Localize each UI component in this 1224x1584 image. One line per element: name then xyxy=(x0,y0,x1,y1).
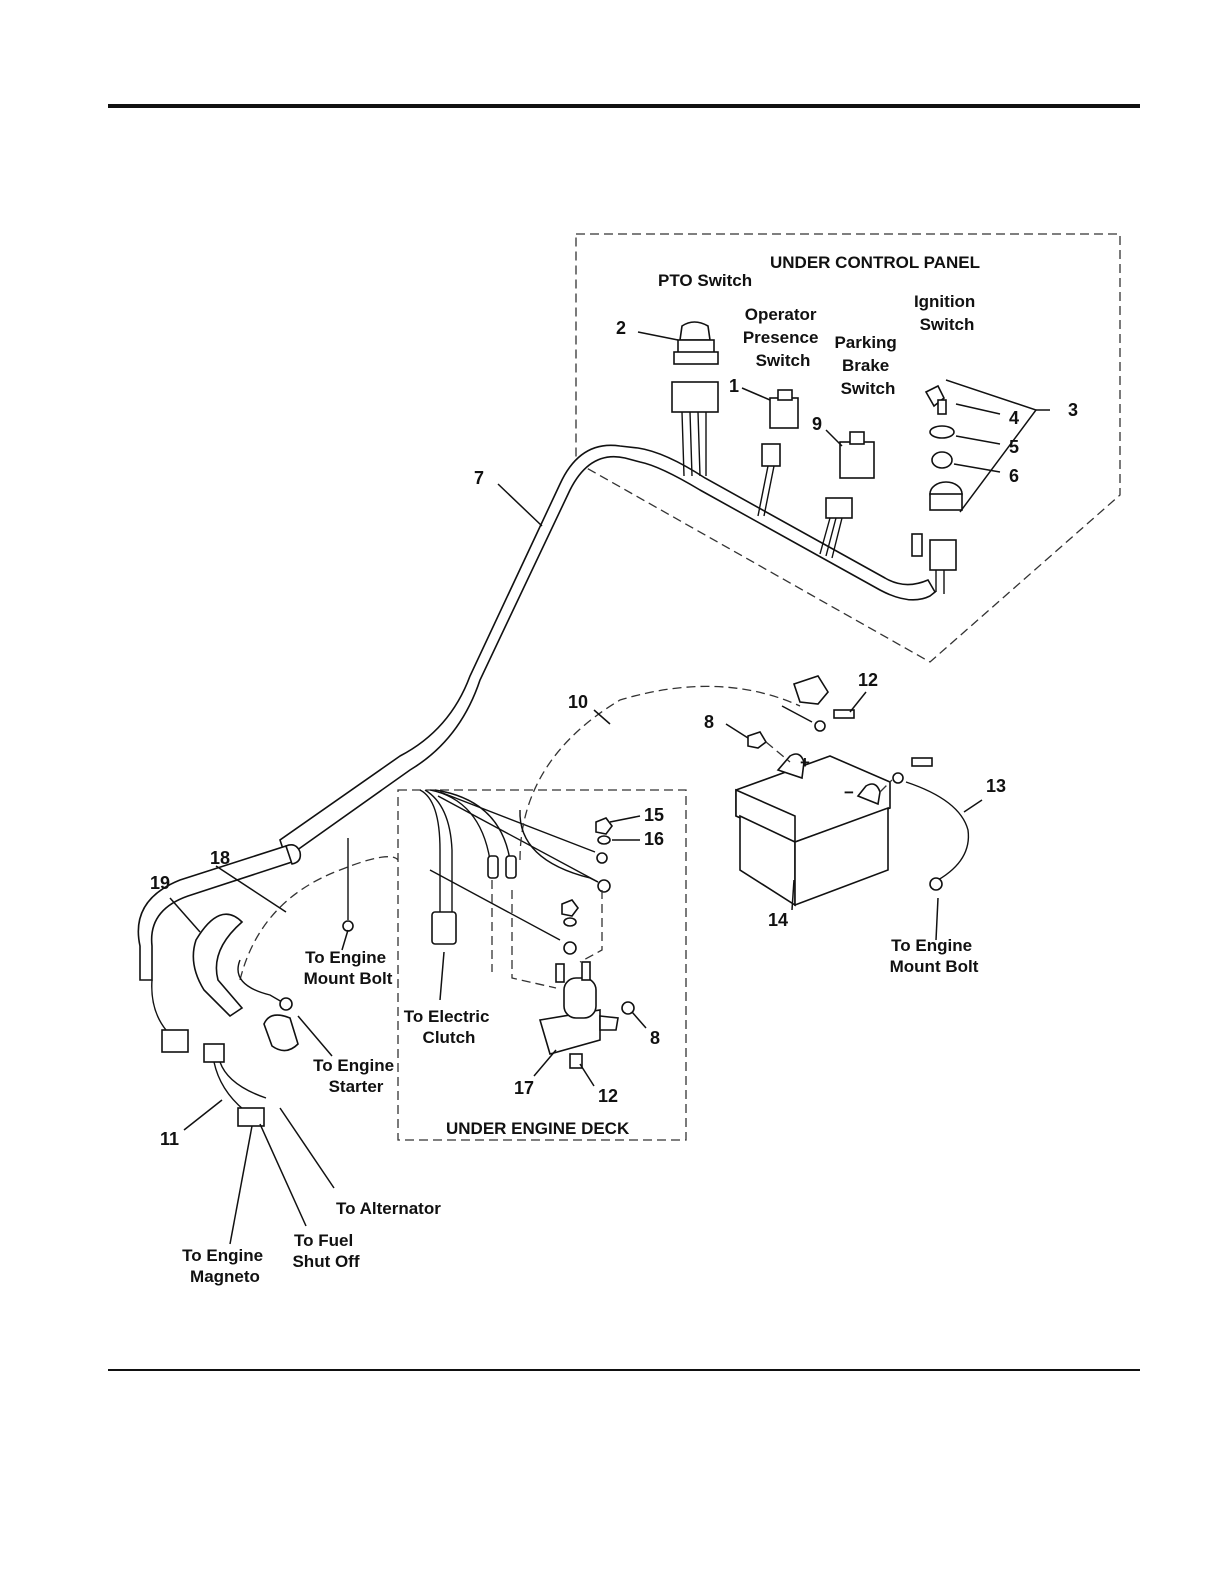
clutch-connector xyxy=(432,912,456,944)
callout-7: 7 xyxy=(474,468,484,488)
callout-12-top: 12 xyxy=(858,670,878,690)
callout-2: 2 xyxy=(616,318,626,338)
nut-8-battery xyxy=(748,732,766,748)
callout-5: 5 xyxy=(1009,437,1019,457)
callout-4: 4 xyxy=(1009,408,1019,428)
callout-16: 16 xyxy=(644,829,664,849)
ground-cable-ring xyxy=(930,878,942,890)
washer-deck xyxy=(564,918,576,926)
ground-cable-top-ring xyxy=(893,773,903,783)
top-rule xyxy=(108,104,1140,108)
callout-13: 13 xyxy=(986,776,1006,796)
callout-9: 9 xyxy=(812,414,822,434)
deck-wires xyxy=(348,790,598,940)
battery-14: + − xyxy=(736,753,890,905)
label-electric-clutch: To Electric Clutch xyxy=(404,1007,494,1047)
callout-11: 11 xyxy=(160,1129,179,1149)
label-pto-switch: PTO Switch xyxy=(658,271,752,290)
label-engine-mount-right: To Engine Mount Bolt xyxy=(890,936,979,976)
callout-8-solenoid: 8 xyxy=(650,1028,660,1048)
label-engine-magneto: To Engine Magneto xyxy=(182,1246,268,1286)
callout-18: 18 xyxy=(210,848,230,868)
nut-deck-8 xyxy=(562,900,578,916)
callout-6: 6 xyxy=(1009,466,1019,486)
positive-boot xyxy=(794,676,828,704)
label-engine-starter: To Engine Starter xyxy=(313,1056,399,1096)
ground-bolt xyxy=(912,758,932,766)
callout-14: 14 xyxy=(768,910,788,930)
callout-3: 3 xyxy=(1068,400,1078,420)
callout-17: 17 xyxy=(514,1078,534,1098)
split-loom-19 xyxy=(193,914,242,1016)
washer-16 xyxy=(598,836,610,844)
bottom-rule xyxy=(108,1369,1140,1371)
operator-presence-switch-1 xyxy=(758,390,798,516)
label-fuel-shut-off: To Fuel Shut Off xyxy=(292,1231,359,1271)
label-operator-presence: Operator Presence Switch xyxy=(743,305,823,370)
label-parking-brake: Parking Brake Switch xyxy=(834,333,901,398)
positive-terminal-ring xyxy=(815,721,825,731)
ground-cable-13 xyxy=(906,782,968,880)
main-harness xyxy=(138,445,935,980)
callout-12-bottom: 12 xyxy=(598,1086,618,1106)
pto-switch-2 xyxy=(672,322,718,476)
solenoid-17 xyxy=(540,962,618,1068)
label-ignition-switch: Ignition Switch xyxy=(914,292,980,334)
region-under-control-panel: UNDER CONTROL PANEL xyxy=(770,253,980,272)
leader-lines xyxy=(170,332,1050,1244)
starter-boot xyxy=(264,1015,298,1050)
label-alternator: To Alternator xyxy=(336,1199,441,1218)
engine-deck-region xyxy=(398,790,686,1140)
parking-brake-switch-9 xyxy=(820,432,874,558)
region-under-engine-deck: UNDER ENGINE DECK xyxy=(446,1119,630,1138)
svg-text:−: − xyxy=(844,783,854,802)
engine-harness-11 xyxy=(152,980,266,1126)
positive-cable-end xyxy=(782,706,812,722)
battery-cable-10-solid xyxy=(520,810,598,882)
label-engine-mount-left: To Engine Mount Bolt xyxy=(304,948,393,988)
nut-15 xyxy=(596,818,612,834)
callout-10: 10 xyxy=(568,692,588,712)
callout-15: 15 xyxy=(644,805,664,825)
callout-1: 1 xyxy=(729,376,739,396)
callout-8-battery: 8 xyxy=(704,712,714,732)
svg-text:+: + xyxy=(800,753,810,772)
callout-19: 19 xyxy=(150,873,170,893)
